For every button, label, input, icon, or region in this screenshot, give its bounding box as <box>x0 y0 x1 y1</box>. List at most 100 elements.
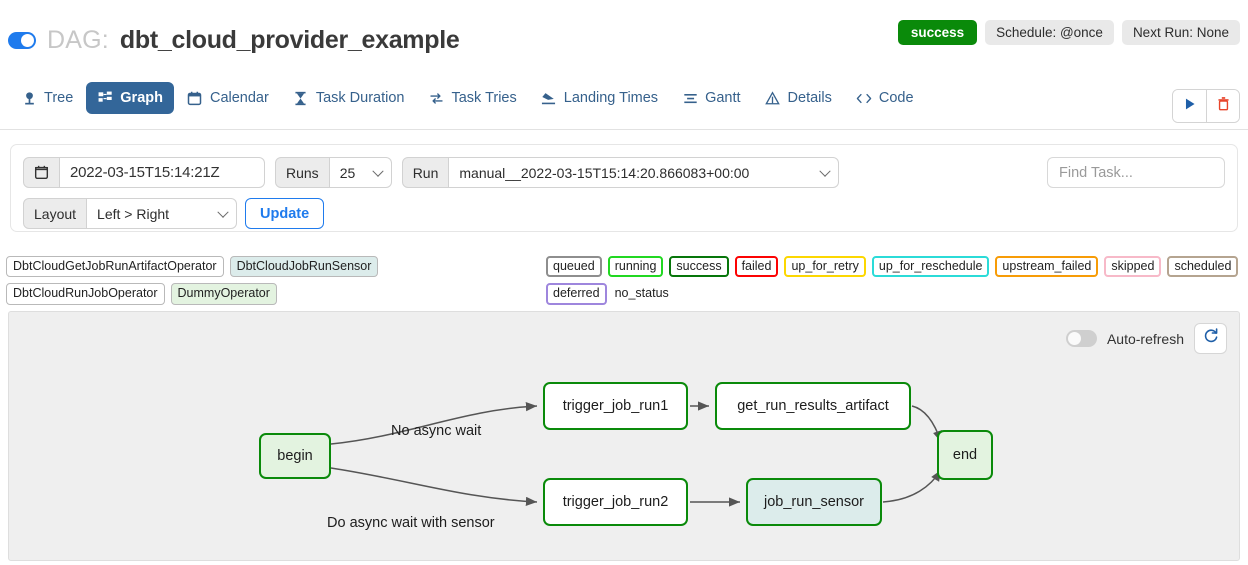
operator-legend-item[interactable]: DummyOperator <box>170 283 277 305</box>
graph-node-end[interactable]: end <box>937 430 993 480</box>
operator-legend: DbtCloudGetJobRunArtifactOperator DbtClo… <box>6 256 536 305</box>
header-badges: success Schedule: @once Next Run: None <box>897 20 1240 45</box>
filter-row-bottom: Layout Left > Right Update <box>23 198 1225 229</box>
graph-node-trigger_job_run2[interactable]: trigger_job_run2 <box>543 478 688 526</box>
state-legend-running[interactable]: running <box>607 256 664 278</box>
runs-label: Runs <box>275 157 330 188</box>
trigger-dag-button[interactable] <box>1173 90 1206 122</box>
dag-title: DAG: dbt_cloud_provider_example <box>8 26 460 55</box>
tab-label: Landing Times <box>563 90 659 106</box>
schedule-badge: Schedule: @once <box>985 20 1114 45</box>
tab-code[interactable]: Code <box>845 82 925 114</box>
operator-legend-item[interactable]: DbtCloudGetJobRunArtifactOperator <box>6 256 224 278</box>
layout-group: Layout Left > Right <box>23 198 238 229</box>
filter-row-top: 2022-03-15T15:14:21Z Runs 25 Run manual_… <box>23 157 1225 188</box>
state-legend-upstream-failed[interactable]: upstream_failed <box>995 256 1099 278</box>
tab-details[interactable]: Details <box>754 82 843 114</box>
node-label: trigger_job_run2 <box>562 494 669 510</box>
hourglass-icon <box>293 90 309 106</box>
tab-task-duration[interactable]: Task Duration <box>282 82 416 114</box>
dag-action-buttons <box>1172 89 1240 123</box>
operator-legend-item[interactable]: DbtCloudJobRunSensor <box>229 256 379 278</box>
tab-label: Code <box>878 90 914 106</box>
graph-icon <box>97 90 113 106</box>
state-legend-queued[interactable]: queued <box>546 256 602 278</box>
dag-paused-toggle[interactable] <box>8 32 36 49</box>
tab-graph[interactable]: Graph <box>86 82 174 114</box>
state-legend-deferred[interactable]: deferred <box>546 283 607 305</box>
toggle-knob <box>1067 332 1081 345</box>
auto-refresh-controls: Auto-refresh <box>1065 323 1227 354</box>
calendar-picker-button[interactable] <box>23 157 60 188</box>
auto-refresh-toggle[interactable] <box>1065 330 1097 347</box>
refresh-button[interactable] <box>1194 323 1227 354</box>
node-label: trigger_job_run1 <box>562 398 669 414</box>
graph-node-job_run_sensor[interactable]: job_run_sensor <box>746 478 882 526</box>
state-legend-skipped[interactable]: skipped <box>1104 256 1162 278</box>
graph-node-trigger_job_run1[interactable]: trigger_job_run1 <box>543 382 688 430</box>
triangle-icon <box>765 90 781 106</box>
tab-tree[interactable]: Tree <box>10 82 84 114</box>
calendar-icon <box>187 90 203 106</box>
tab-task-tries[interactable]: Task Tries <box>417 82 527 114</box>
page-header: DAG: dbt_cloud_provider_example success … <box>0 0 1248 68</box>
edge-label-do-async-wait: Do async wait with sensor <box>327 515 495 531</box>
runs-group: Runs 25 <box>275 157 392 188</box>
trash-icon <box>1216 96 1231 116</box>
graph-node-get_run_results_artifact[interactable]: get_run_results_artifact <box>715 382 911 430</box>
calendar-icon <box>34 165 49 180</box>
node-label: begin <box>277 448 313 464</box>
code-icon <box>856 90 872 106</box>
tree-icon <box>21 90 37 106</box>
dag-name: dbt_cloud_provider_example <box>119 26 460 54</box>
filter-bar: 2022-03-15T15:14:21Z Runs 25 Run manual_… <box>10 144 1238 232</box>
tab-label: Graph <box>120 90 163 106</box>
play-icon <box>1183 97 1197 116</box>
refresh-icon <box>1203 328 1219 349</box>
landing-icon <box>541 90 557 106</box>
update-button[interactable]: Update <box>245 198 325 229</box>
node-label: end <box>952 447 978 463</box>
graph-node-begin[interactable]: begin <box>259 433 331 479</box>
tab-label: Calendar <box>209 90 269 106</box>
run-select[interactable]: manual__2022-03-15T15:14:20.866083+00:00 <box>449 157 840 188</box>
layout-label: Layout <box>23 198 88 229</box>
edge-label-no-async-wait: No async wait <box>391 423 482 439</box>
repeat-icon <box>428 90 444 106</box>
tab-label: Gantt <box>705 90 741 106</box>
node-label: get_run_results_artifact <box>737 398 889 414</box>
auto-refresh-label: Auto-refresh <box>1106 330 1184 347</box>
dag-graph[interactable]: begin trigger_job_run1 get_run_results_a… <box>9 312 1239 560</box>
state-legend-up-for-reschedule[interactable]: up_for_reschedule <box>871 256 990 278</box>
layout-select[interactable]: Left > Right <box>87 198 238 229</box>
gantt-icon <box>682 90 698 106</box>
find-task-input[interactable]: Find Task... <box>1047 157 1225 188</box>
toggle-knob <box>21 34 34 47</box>
tab-label: Details <box>787 90 832 106</box>
state-legend-failed[interactable]: failed <box>734 256 779 278</box>
state-legend-up-for-retry[interactable]: up_for_retry <box>784 256 866 278</box>
tab-calendar[interactable]: Calendar <box>176 82 280 114</box>
state-legend-scheduled[interactable]: scheduled <box>1167 256 1239 278</box>
state-legend-no-status[interactable]: no_status <box>614 286 669 301</box>
tab-label: Task Tries <box>451 90 517 106</box>
tab-label: Task Duration <box>315 90 405 106</box>
tab-gantt[interactable]: Gantt <box>671 82 751 114</box>
delete-dag-button[interactable] <box>1206 90 1239 122</box>
runs-select[interactable]: 25 <box>329 157 392 188</box>
tab-landing-times[interactable]: Landing Times <box>530 82 669 114</box>
state-legend: queued running success failed up_for_ret… <box>546 256 1246 305</box>
operator-legend-item[interactable]: DbtCloudRunJobOperator <box>6 283 165 305</box>
run-group: Run manual__2022-03-15T15:14:20.866083+0… <box>401 157 840 188</box>
view-tabs: Tree Graph Calendar Task Duration <box>10 82 925 114</box>
view-tabs-bar: Tree Graph Calendar Task Duration <box>0 82 1248 130</box>
state-legend-success[interactable]: success <box>669 256 729 278</box>
tab-label: Tree <box>44 90 74 106</box>
execution-date-input[interactable]: 2022-03-15T15:14:21Z <box>60 157 265 188</box>
dag-label: DAG: <box>47 26 109 54</box>
graph-canvas-panel: Auto-refresh <box>8 311 1240 561</box>
next-run-badge: Next Run: None <box>1121 20 1240 45</box>
execution-date-group: 2022-03-15T15:14:21Z <box>23 157 265 188</box>
status-badge[interactable]: success <box>897 20 978 45</box>
